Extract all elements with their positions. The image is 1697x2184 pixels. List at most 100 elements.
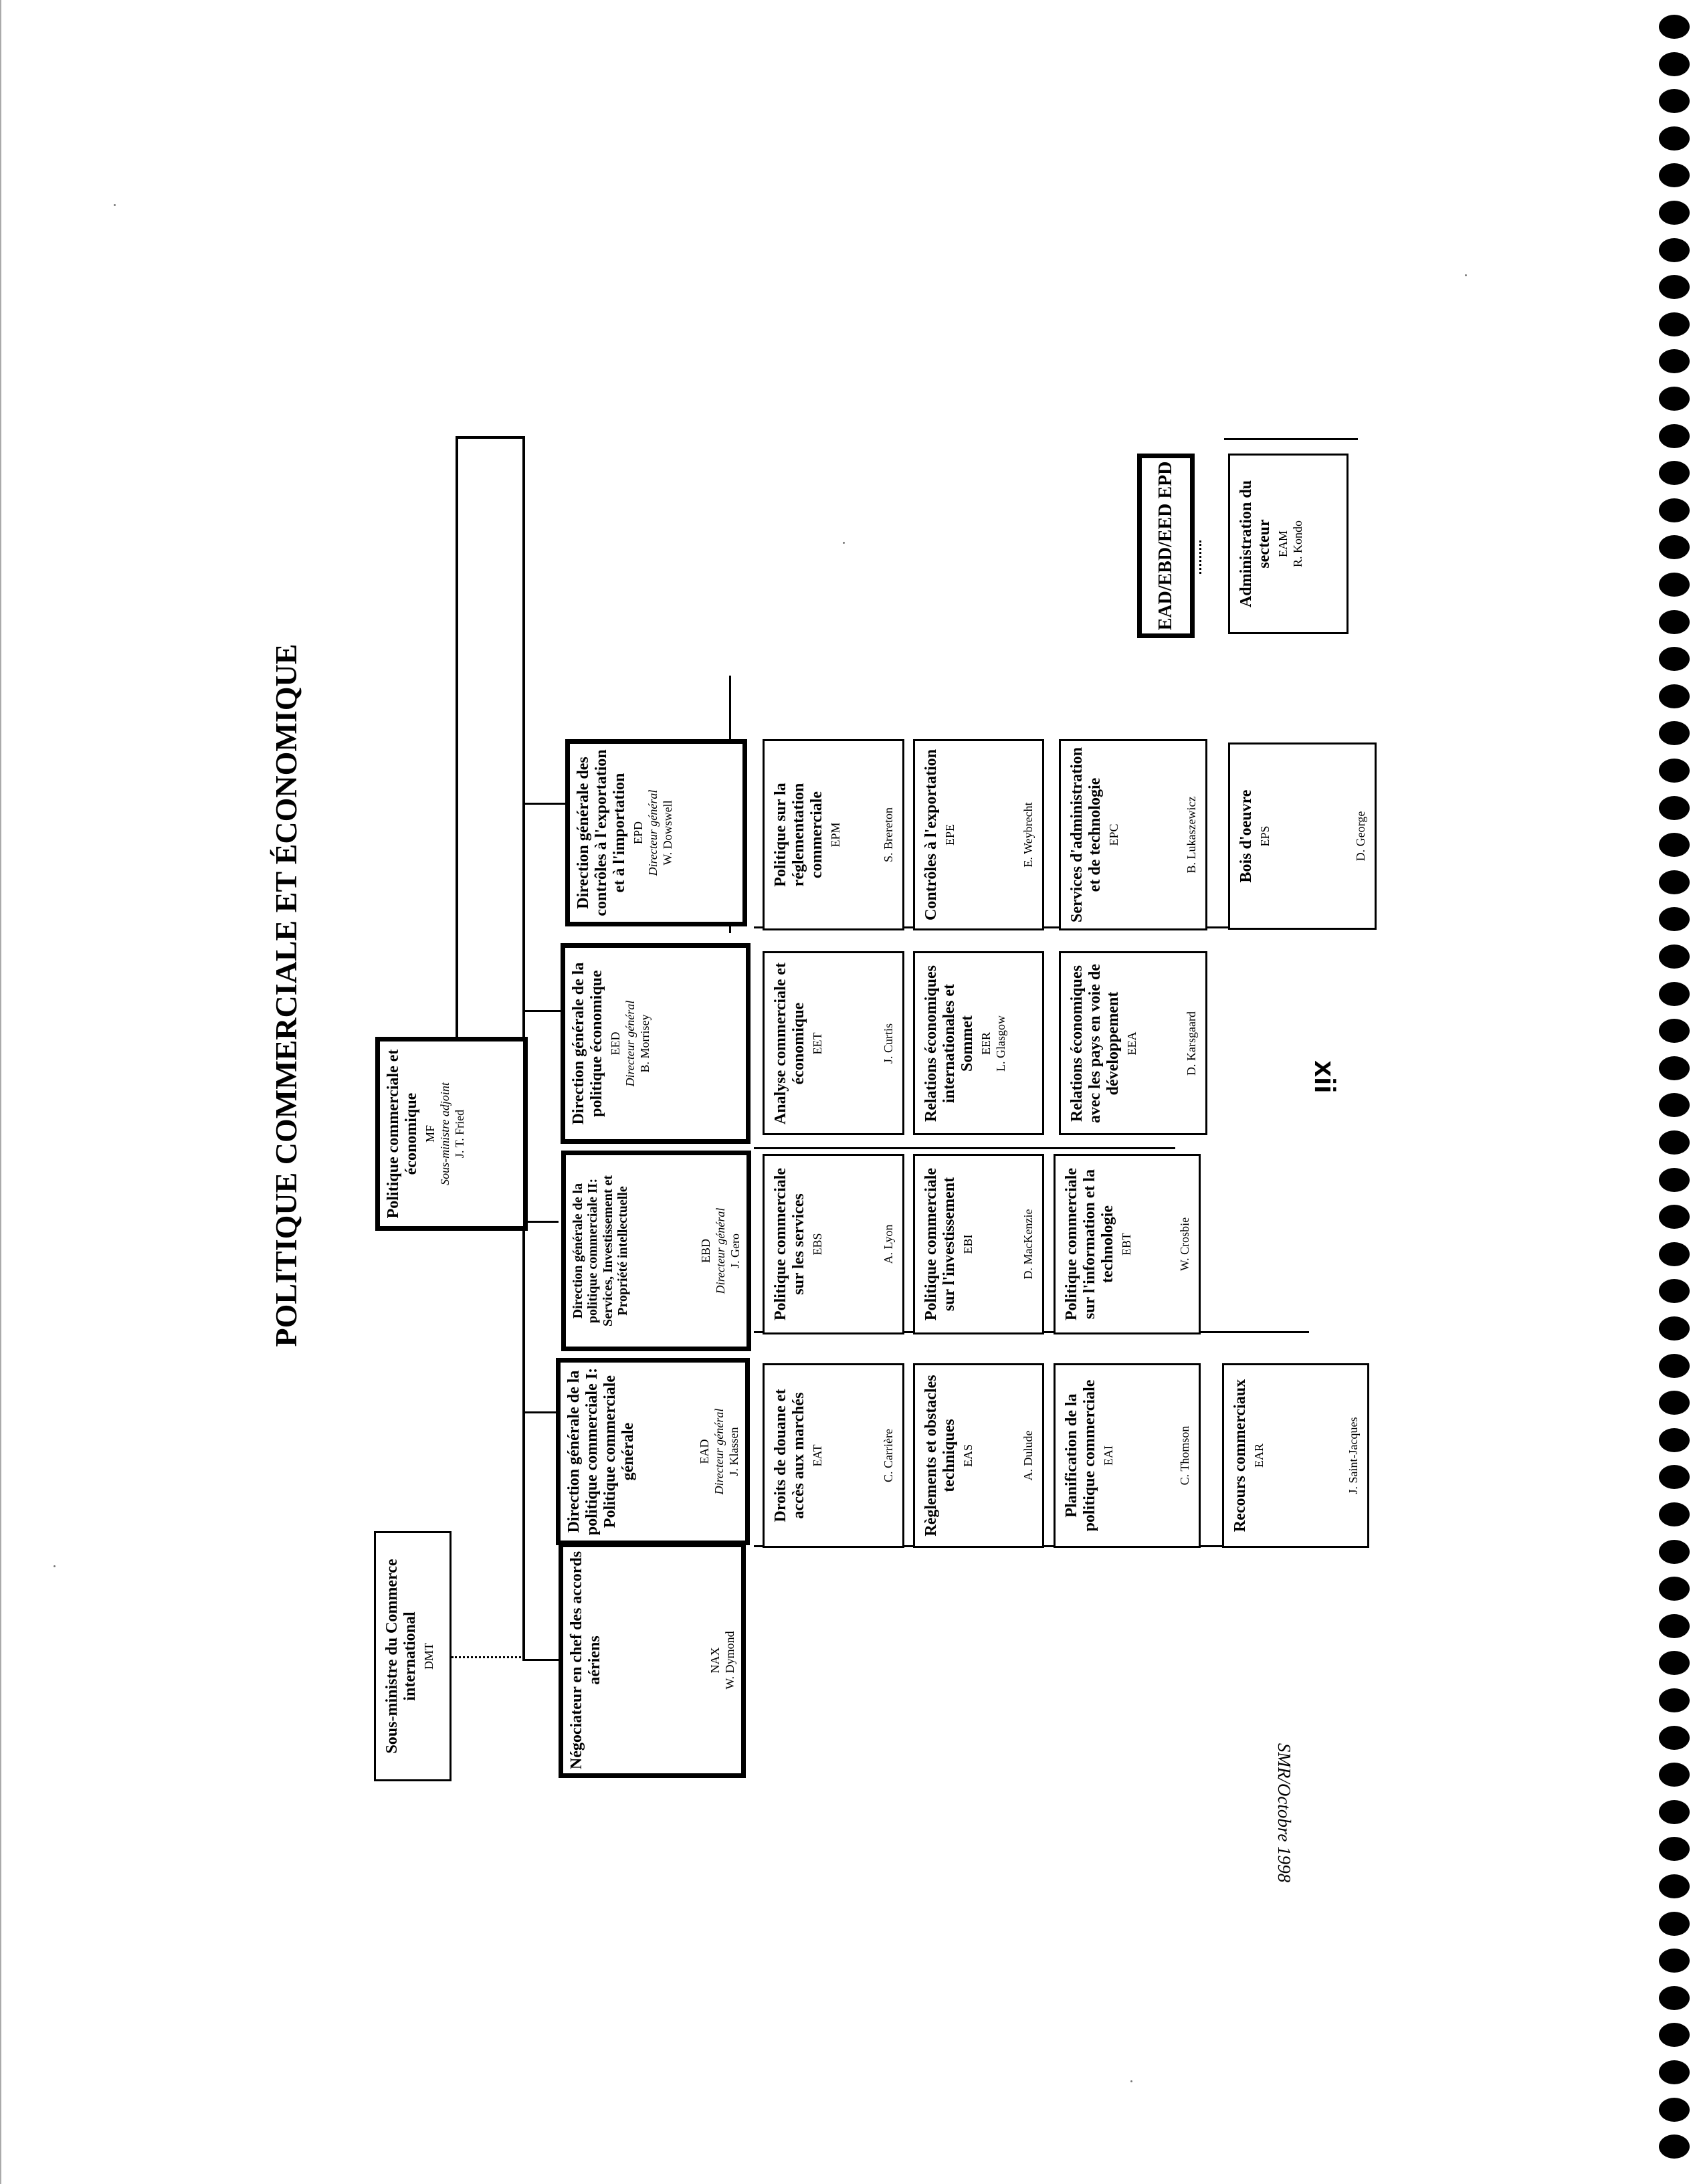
org-box-eps: Bois d'oeuvre EPS D. George <box>1228 742 1377 930</box>
unit-title: Bois d'oeuvre <box>1237 789 1255 883</box>
binding-ring <box>1659 2097 1690 2122</box>
binding-ring <box>1659 1353 1690 1378</box>
unit-code: EAI <box>1101 1446 1115 1466</box>
page-title: POLITIQUE COMMERCIALE ET ÉCONOMIQUE <box>269 643 303 1347</box>
org-box-epe: Contrôles à l'exportation EPE E. Weybrec… <box>913 739 1044 930</box>
binding-ring <box>1659 1651 1690 1676</box>
org-box-eer: Relations économiques internationales et… <box>913 951 1044 1135</box>
unit-person: A. Lyon <box>881 1224 895 1264</box>
connector <box>456 436 458 1187</box>
unit-title: Direction générale de la politique comme… <box>565 1367 637 1536</box>
unit-code: EAM <box>1276 530 1290 557</box>
org-box-eai: Planification de la politique commercial… <box>1054 1363 1201 1548</box>
org-box-ear: Recours commerciaux EAR J. Saint-Jacques <box>1222 1363 1369 1548</box>
binding-ring <box>1659 1242 1690 1266</box>
unit-person: W. Dymond <box>722 1631 736 1690</box>
page-number: xii <box>1308 1060 1341 1094</box>
org-box-eea: Relations économiques avec les pays en v… <box>1059 951 1207 1135</box>
unit-role: Directeur général <box>712 1408 726 1495</box>
unit-title: Planification de la politique commercial… <box>1063 1379 1098 1532</box>
binding-ring <box>1659 52 1690 76</box>
binding-ring <box>1659 2023 1690 2048</box>
unit-title: Direction générale de la politique comme… <box>571 1175 631 1327</box>
unit-title: Services d'administration et de technolo… <box>1068 747 1104 922</box>
binding-ring <box>1659 573 1690 597</box>
unit-code: EAT <box>810 1444 824 1467</box>
binding-ring <box>1659 1577 1690 1601</box>
unit-person: J. Gero <box>728 1233 742 1268</box>
binding-ring <box>1659 1799 1690 1824</box>
binding-ring <box>1659 1911 1690 1936</box>
unit-role: Directeur général <box>645 789 660 876</box>
scan-speck <box>114 204 116 206</box>
binding-ring <box>1659 1949 1690 1973</box>
dotted-connector <box>452 1656 525 1658</box>
unit-title: EAD/EBD/EED EPD <box>1155 461 1177 631</box>
unit-title: Droits de douane et accès aux marchés <box>772 1389 807 1522</box>
binding-ring <box>1659 1613 1690 1638</box>
binding-ring <box>1659 387 1690 411</box>
binding-ring <box>1659 1539 1690 1564</box>
unit-title: Recours commerciaux <box>1231 1379 1249 1532</box>
scan-speck <box>843 542 845 544</box>
unit-code: EPD <box>631 821 645 845</box>
page-left-edge <box>0 0 1 2184</box>
unit-role: Directeur général <box>713 1207 727 1294</box>
binding-ring <box>1659 1837 1690 1862</box>
unit-code: EPM <box>828 822 842 848</box>
unit-code: EPC <box>1106 823 1120 846</box>
binding-ring <box>1659 1093 1690 1118</box>
binding-ring <box>1659 312 1690 336</box>
unit-code: EPS <box>1258 825 1272 847</box>
unit-person: D. George <box>1353 811 1367 862</box>
unit-person: J. Klassen <box>726 1427 740 1476</box>
unit-title: Politique commerciale sur les services <box>772 1167 807 1321</box>
binding-ring <box>1659 237 1690 262</box>
unit-title: Relations économiques internationales et… <box>922 965 976 1122</box>
unit-person: D. Karsgaard <box>1184 1011 1198 1076</box>
unit-person: A. Dulude <box>1021 1430 1035 1481</box>
unit-person: S. Brereton <box>881 807 895 862</box>
unit-code: EET <box>810 1032 824 1054</box>
org-box-epc: Services d'administration et de technolo… <box>1059 739 1207 930</box>
scan-speck <box>1130 2080 1132 2082</box>
connector <box>525 1411 561 1413</box>
binding-ring <box>1659 981 1690 1006</box>
binding-ring <box>1659 498 1690 522</box>
unit-person: W. Dowswell <box>660 800 674 866</box>
unit-code: EBD <box>698 1239 712 1263</box>
unit-code: EAR <box>1252 1444 1266 1468</box>
unit-title: Politique commerciale sur l'investisseme… <box>922 1167 958 1321</box>
binding-ring <box>1659 275 1690 300</box>
binding-ring <box>1659 126 1690 151</box>
connector <box>456 436 525 439</box>
org-box-epm: Politique sur la réglementation commerci… <box>763 739 904 930</box>
binding-ring <box>1659 1502 1690 1526</box>
binding-ring <box>1659 535 1690 560</box>
unit-title: Sous-ministre du Commerce international <box>383 1559 419 1754</box>
unit-code: EER <box>979 1031 993 1055</box>
unit-person: B. Lukaszewicz <box>1184 796 1198 874</box>
unit-role: Sous-ministre adjoint <box>437 1082 452 1185</box>
org-box-eat: Droits de douane et accès aux marchés EA… <box>763 1363 904 1548</box>
unit-title: Contrôles à l'exportation <box>922 749 940 920</box>
binding-ring <box>1659 1205 1690 1229</box>
dotted-connector <box>1199 540 1201 574</box>
binding-ring <box>1659 1688 1690 1712</box>
unit-code: NAX <box>708 1647 722 1674</box>
binding-ring <box>1659 609 1690 634</box>
binding-ring <box>1659 2060 1690 2084</box>
binding-ring <box>1659 1725 1690 1750</box>
org-box-mf: Politique commerciale et économique MF S… <box>375 1037 528 1231</box>
binding-ring <box>1659 1316 1690 1341</box>
binding-ring <box>1659 163 1690 188</box>
connector <box>1224 438 1358 440</box>
binding-ring <box>1659 1874 1690 1898</box>
binding-ring <box>1659 1130 1690 1155</box>
binding-ring <box>1659 759 1690 783</box>
unit-title: Direction générale des contrôles à l'exp… <box>575 749 628 916</box>
org-box-eam: Administration du secteur EAM R. Kondo <box>1228 454 1349 634</box>
org-box-eed: Direction générale de la politique écono… <box>561 943 751 1144</box>
unit-title: Négociateur en chef des accords aériens <box>568 1551 603 1770</box>
unit-code: MF <box>423 1125 437 1143</box>
